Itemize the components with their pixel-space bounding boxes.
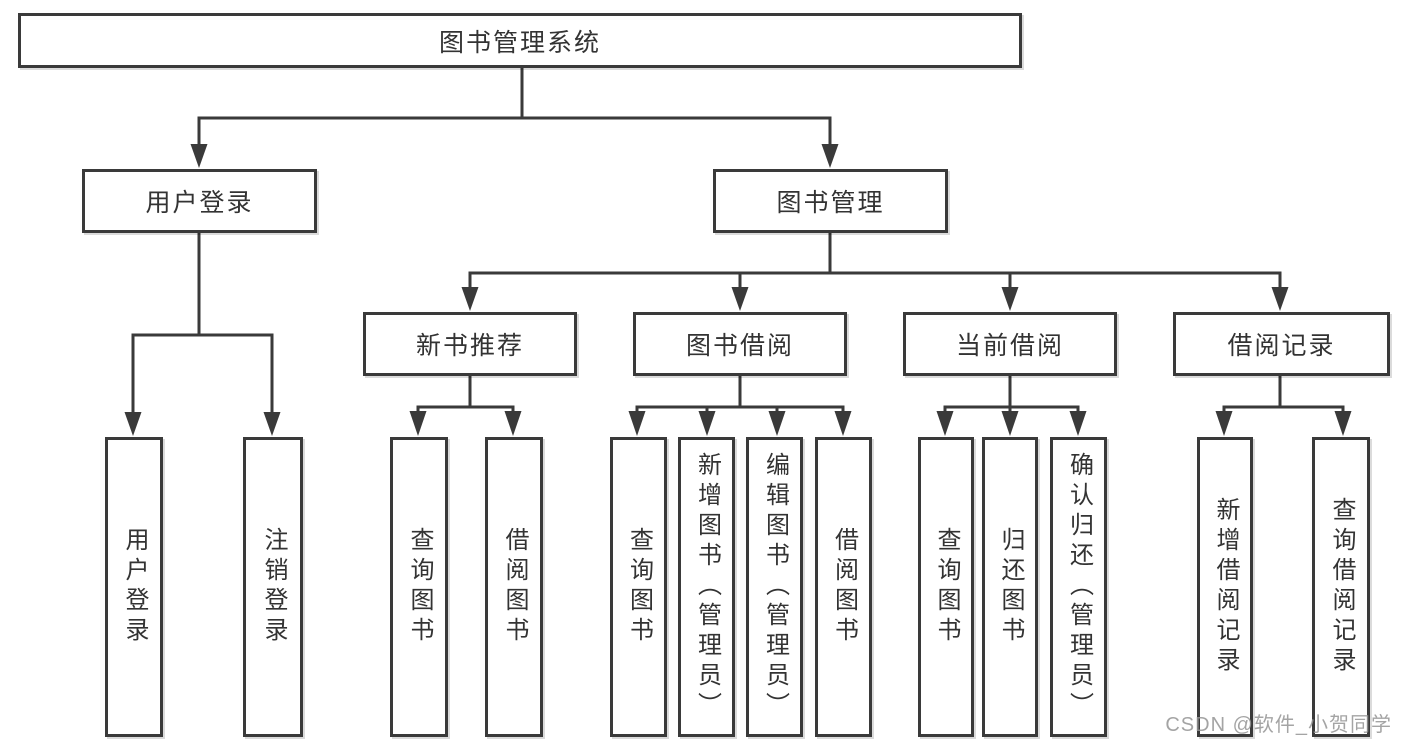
edge-book-mgmt-to-level3 — [461, 231, 1289, 311]
node-borrow-record: 借阅记录 — [1173, 312, 1390, 376]
edge-user-login-to-leaves — [124, 231, 281, 436]
csdn-watermark: CSDN @软件_小贺同学 — [1165, 714, 1392, 736]
edge-borrow-record-to-leaves — [1215, 374, 1352, 436]
leaf-newbook-query-books: 查询图书 — [390, 437, 448, 737]
edge-new-book-to-leaves — [409, 374, 522, 436]
node-book-borrow: 图书借阅 — [633, 312, 847, 376]
leaf-confirm-return-admin: 确认归还（管理员） — [1050, 437, 1107, 737]
node-root-system: 图书管理系统 — [18, 13, 1022, 68]
leaf-edit-books-admin: 编辑图书（管理员） — [746, 437, 803, 737]
edge-root-to-level2 — [190, 66, 839, 168]
leaf-add-books-admin: 新增图书（管理员） — [678, 437, 735, 737]
node-user-login: 用户登录 — [82, 169, 317, 233]
edge-current-borrow-to-leaves — [936, 374, 1087, 436]
leaf-current-query-books: 查询图书 — [918, 437, 974, 737]
node-book-management: 图书管理 — [713, 169, 948, 233]
leaf-logout: 注销登录 — [243, 437, 303, 737]
node-current-borrow: 当前借阅 — [903, 312, 1117, 376]
leaf-add-borrow-record: 新增借阅记录 — [1197, 437, 1253, 737]
leaf-borrow-query-books: 查询图书 — [610, 437, 667, 737]
leaf-query-borrow-record: 查询借阅记录 — [1312, 437, 1370, 737]
leaf-borrow-books: 借阅图书 — [815, 437, 872, 737]
leaf-return-books: 归还图书 — [982, 437, 1038, 737]
leaf-newbook-borrow-books: 借阅图书 — [485, 437, 543, 737]
leaf-user-login: 用户登录 — [105, 437, 163, 737]
edge-book-borrow-to-leaves — [628, 374, 852, 436]
node-new-book-recommend: 新书推荐 — [363, 312, 577, 376]
